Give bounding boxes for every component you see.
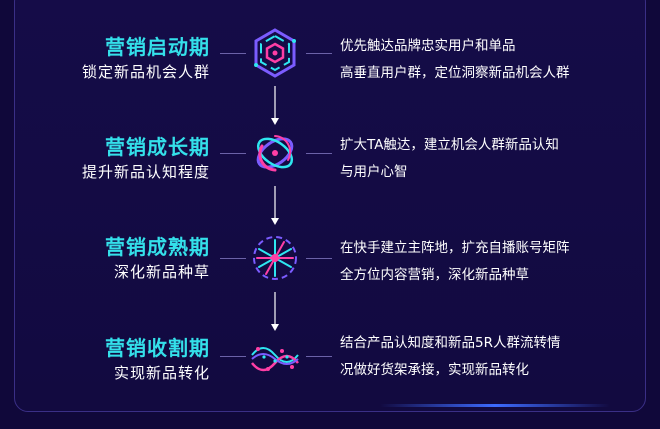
connector-line-right xyxy=(306,258,332,259)
description-line: 在快手建立主阵地，扩充自播账号矩阵 xyxy=(340,240,570,256)
connector-line-right xyxy=(306,153,332,154)
stage-subtitle: 实现新品转化 xyxy=(113,364,210,382)
stage-description: 扩大TA触达，建立机会人群新品认知 与用户心智 xyxy=(340,132,640,186)
down-arrow-icon xyxy=(271,292,279,331)
stage-description: 结合产品认知度和新品5R人群流转情 况做好货架承接，实现新品转化 xyxy=(340,330,640,384)
stage-title: 营销收割期 xyxy=(105,336,210,360)
hexagon-network-icon xyxy=(254,28,296,78)
stage-description: 在快手建立主阵地，扩充自播账号矩阵 全方位内容营销，深化新品种草 xyxy=(340,235,640,289)
description-line: 与用户心智 xyxy=(340,164,408,180)
connector-line-right xyxy=(306,53,332,54)
stage-harvest: 营销收割期 实现新品转化 结合产品认知度和新品5R人群流转情 况做好货架承接，实… xyxy=(0,320,660,390)
orbit-rings-icon xyxy=(256,135,294,172)
stage-title: 营销成熟期 xyxy=(105,235,210,259)
wave-mesh-icon xyxy=(251,347,299,372)
connector-line-left xyxy=(220,258,246,259)
content-panel xyxy=(14,0,646,412)
description-line: 扩大TA触达，建立机会人群新品认知 xyxy=(340,137,559,153)
description-line: 高垂直用户群，定位洞察新品机会人群 xyxy=(340,65,570,81)
stage-description: 优先触达品牌忠实用户和单品 高垂直用户群，定位洞察新品机会人群 xyxy=(340,33,640,87)
connector-line-left xyxy=(220,356,246,357)
connector-line-left xyxy=(220,53,246,54)
stage-title: 营销启动期 xyxy=(105,35,210,59)
connector-line-right xyxy=(306,356,332,357)
stage-maturity: 营销成熟期 深化新品种草 在快手建立主阵地，扩充自播账号矩阵 全方位内容营销，深… xyxy=(0,220,660,290)
stage-launch: 营销启动期 锁定新品机会人群 优先触达品牌忠实用户和单品 高垂直用户群，定位洞察… xyxy=(0,22,660,92)
stage-growth: 营销成长期 提升新品认知程度 扩大TA触达，建立机会人群新品认知 与用户心智 xyxy=(0,120,660,190)
description-line: 结合产品认知度和新品5R人群流转情 xyxy=(340,335,561,351)
description-line: 况做好货架承接，实现新品转化 xyxy=(340,362,529,378)
bottom-glow-line xyxy=(380,404,610,407)
stage-subtitle: 锁定新品机会人群 xyxy=(81,63,210,81)
description-line: 全方位内容营销，深化新品种草 xyxy=(340,267,529,283)
radial-burst-icon xyxy=(253,236,297,280)
down-arrow-icon xyxy=(271,186,279,225)
down-arrow-icon xyxy=(271,86,279,125)
description-line: 优先触达品牌忠实用户和单品 xyxy=(340,38,516,54)
connector-line-left xyxy=(220,153,246,154)
stage-subtitle: 深化新品种草 xyxy=(113,263,210,281)
stage-title: 营销成长期 xyxy=(105,135,210,159)
stage-subtitle: 提升新品认知程度 xyxy=(81,163,210,181)
